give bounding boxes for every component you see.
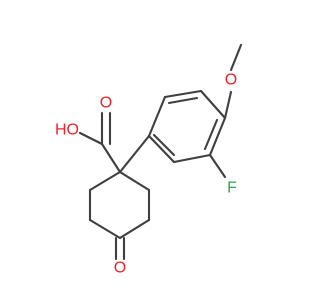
carboxyl-oxygen-label: O (100, 95, 112, 112)
methoxy-oxygen-label: O (225, 72, 237, 89)
bond-c3-c4 (88, 218, 122, 240)
structure-diagram: HO O O F O (55, 43, 243, 277)
atom-label-layer: HO O O F O (55, 72, 237, 277)
bond-aryl-fluorine (208, 153, 227, 179)
bond-aryl-methoxy-oxygen (223, 90, 233, 120)
bond-methoxy-oxygen-methyl (229, 43, 243, 72)
aromatic-inner-bond-left (152, 133, 176, 157)
bond-c6-c1 (118, 170, 151, 192)
bond-a3-a4 (199, 89, 227, 120)
bond-a2-a3 (163, 89, 203, 99)
aromatic-inner-bond-top (167, 96, 199, 105)
ketone-oxygen-label: O (114, 260, 126, 277)
bond-c4-c5 (118, 218, 151, 240)
carboxyl-hydroxyl-label: HO (55, 122, 79, 139)
bond-a5-a6 (172, 153, 212, 164)
molecule-drawing: HO O O F O (55, 43, 243, 277)
fluorine-label: F (227, 180, 237, 197)
bond-c1-aryl (118, 134, 151, 174)
bond-layer (78, 43, 243, 261)
bond-a6-a1 (147, 134, 176, 164)
bond-a4-a5 (208, 116, 227, 157)
bond-c1-c2 (88, 170, 122, 192)
bond-c1-carboxyl-carbon (100, 142, 122, 174)
aromatic-inner-bond-right (203, 118, 219, 151)
bond-carboxyl-c-oh (78, 131, 104, 146)
bond-a1-a2 (147, 95, 167, 138)
